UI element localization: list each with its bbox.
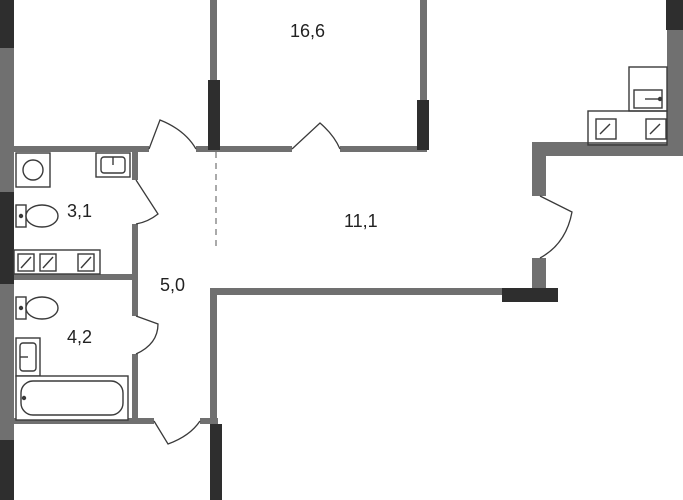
pillar-right-top <box>666 0 683 30</box>
room-area-label: 11,1 <box>344 211 378 231</box>
wall-bedroom-right <box>420 0 427 150</box>
pillar-corridor-bottom <box>210 424 222 500</box>
wall-bedroom-left <box>210 0 217 148</box>
wall-corridor-top-left <box>14 146 149 152</box>
wall-wc-bath-divider <box>14 274 138 280</box>
wall-bath-right-lower <box>132 354 138 420</box>
sink-icon <box>15 337 41 377</box>
pillar-bedroom-left <box>208 80 220 150</box>
wall-wc-right-lower <box>132 224 138 278</box>
toilet-icon <box>15 296 59 320</box>
wall-wc-right <box>132 150 138 180</box>
pillar-left-mid <box>0 192 14 284</box>
shelf-box <box>13 249 101 275</box>
room-area-label: 16,6 <box>290 21 325 41</box>
sink-icon <box>17 253 35 272</box>
pillar-left-top <box>0 0 14 48</box>
wall-bath-bottom-right <box>200 418 218 424</box>
door-icon <box>153 420 201 445</box>
fixtures <box>13 66 668 421</box>
door-icon <box>135 315 159 355</box>
wall-living-right-bottom <box>532 258 546 290</box>
counter <box>587 110 668 146</box>
sink-icon <box>645 118 667 140</box>
sink-icon <box>39 253 57 272</box>
wall-bath-bottom <box>14 418 154 424</box>
wall-corridor-right <box>210 290 217 500</box>
doors <box>135 119 573 445</box>
wall-bath-right <box>132 280 138 316</box>
sink-icon <box>95 152 131 178</box>
pillar-left-bottom <box>0 440 14 500</box>
bathtub-icon <box>15 375 129 421</box>
room-area-label: 3,1 <box>67 201 92 221</box>
door-icon <box>539 195 573 259</box>
wall-living-bottom <box>210 288 503 295</box>
pillar-bedroom-right <box>417 100 429 150</box>
door-icon <box>291 122 341 150</box>
wall-right-exterior <box>667 0 683 148</box>
pillar-living-bottom <box>502 288 558 302</box>
wall-corridor-top-mid <box>196 146 292 152</box>
wall-living-right-cap <box>532 142 683 156</box>
washing-machine-icon <box>15 152 51 188</box>
sink-icon <box>77 253 95 272</box>
wall-living-right-top <box>532 146 546 196</box>
sink-icon <box>628 66 668 112</box>
room-area-label: 4,2 <box>67 327 92 347</box>
sink-icon <box>595 118 617 140</box>
room-area-label: 5,0 <box>160 275 185 295</box>
door-icon <box>135 179 159 225</box>
door-icon <box>148 119 197 150</box>
toilet-icon <box>15 204 59 228</box>
wall-corridor-top-right <box>340 146 427 152</box>
